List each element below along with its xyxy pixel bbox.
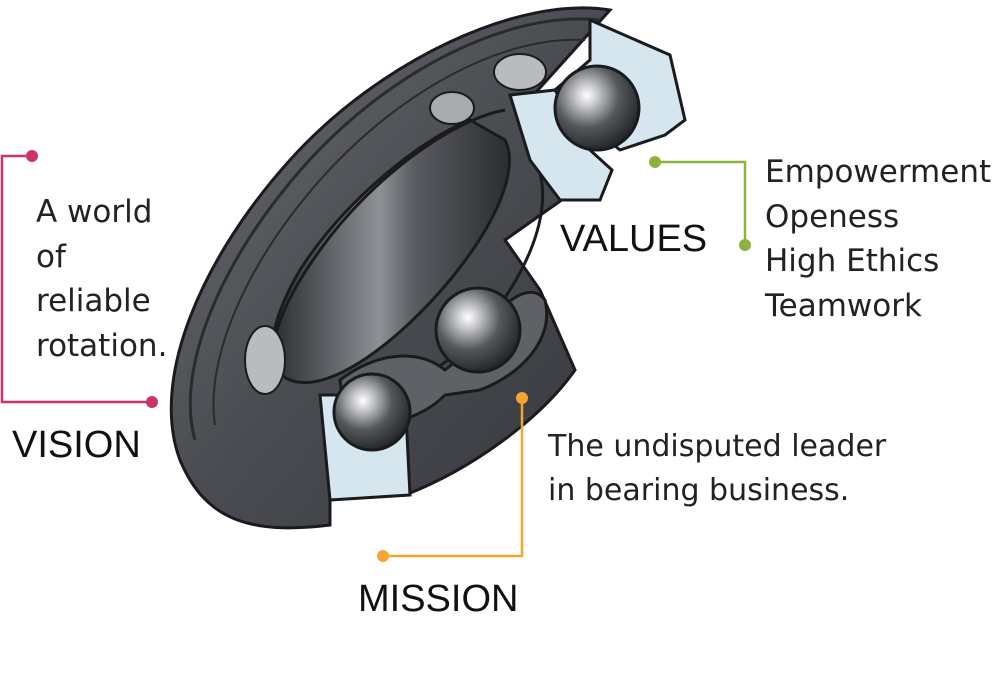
- mission-line: in bearing business.: [548, 473, 850, 508]
- vision-statement: A world of reliable rotation.: [36, 190, 167, 368]
- mission-connector: [377, 392, 528, 562]
- values-dot-end: [739, 239, 751, 251]
- values-dot-start: [649, 156, 661, 168]
- vision-dot-end: [146, 396, 158, 408]
- vision-heading: VISION: [12, 424, 141, 466]
- mission-heading: MISSION: [358, 578, 519, 620]
- vision-line: rotation.: [36, 327, 168, 364]
- mission-statement: The undisputed leader in bearing busines…: [548, 425, 886, 513]
- mission-dot-start: [516, 392, 528, 404]
- mission-dot-end: [377, 550, 389, 562]
- bearing-hidden-balls: [244, 53, 547, 395]
- vision-line: of: [36, 238, 66, 275]
- bearing-section-top: [508, 17, 687, 202]
- values-item: Empowerment: [765, 154, 992, 190]
- values-heading: VALUES: [560, 218, 708, 260]
- values-item: High Ethics: [765, 243, 940, 279]
- vision-line: A world: [36, 194, 153, 230]
- values-item: Openess: [765, 198, 900, 235]
- vision-line: reliable: [36, 283, 151, 319]
- mission-line: The undisputed leader: [548, 429, 887, 464]
- vision-connector: [0, 150, 158, 408]
- vision-dot-start: [26, 150, 38, 162]
- values-item: Teamwork: [765, 287, 922, 324]
- bearing-section-bottom: [318, 286, 549, 502]
- values-list: Empowerment Openess High Ethics Teamwork: [765, 150, 991, 328]
- values-connector: [649, 156, 751, 251]
